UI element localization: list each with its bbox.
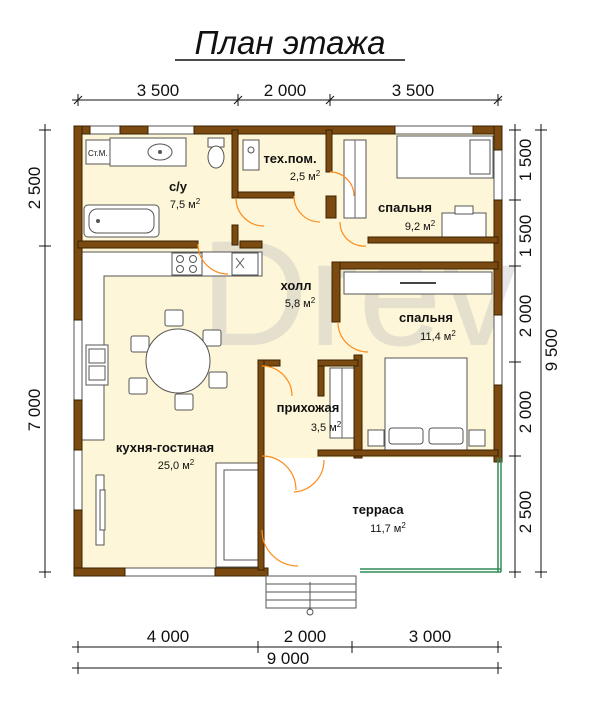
room-area-tech: 2,5 м2: [290, 169, 321, 183]
sink-drain-icon: [158, 150, 162, 154]
window: [89, 125, 121, 135]
room-area-entrance: 3,5 м2: [311, 420, 342, 434]
window: [73, 449, 83, 511]
bathtub-inner: [88, 208, 155, 234]
nightstand-icon: [367, 429, 385, 447]
dim-left-1: 2 500: [25, 167, 44, 210]
window: [493, 149, 503, 201]
room-area-bedroom-2: 11,4 м2: [420, 329, 456, 343]
room-label-entrance: прихожая: [277, 400, 340, 415]
porch-steps: [265, 575, 357, 616]
room-label-hall: холл: [280, 278, 311, 293]
bath-drain-icon: [96, 219, 100, 223]
dim-bottom-1: 4 000: [147, 627, 190, 646]
window: [73, 319, 83, 401]
dim-right-5: 2 500: [516, 491, 535, 534]
dining-table-icon: [145, 328, 211, 394]
boiler-icon: [242, 139, 260, 171]
floor-terrace: [264, 458, 498, 572]
dim-right-4: 2 000: [516, 391, 535, 434]
dim-left-2: 7 000: [25, 389, 44, 432]
fixtures: Ст.М.: [81, 135, 494, 568]
dim-right-2: 1 500: [516, 215, 535, 258]
room-label-bathroom: с/у: [169, 179, 188, 194]
dimension-labels: 3 500 2 000 3 500 4 000 2 000 3 000 9 00…: [25, 81, 561, 668]
room-label-tech: тех.пом.: [263, 151, 316, 166]
room-area-hall: 5,8 м2: [285, 296, 316, 310]
room-label-kitchen-living: кухня-гостиная: [116, 440, 214, 455]
toilet-icon: [207, 145, 225, 169]
dim-right-3: 2 000: [516, 295, 535, 338]
dim-bottom-3: 3 000: [409, 627, 452, 646]
dim-bottom-2: 2 000: [284, 627, 327, 646]
window: [124, 567, 216, 577]
room-area-terrace: 11,7 м2: [370, 521, 406, 535]
doors: [197, 171, 369, 567]
plan-title: План этажа: [195, 24, 386, 61]
desk-icon: [441, 212, 487, 238]
window: [394, 125, 474, 135]
floor-areas: [78, 130, 498, 572]
fridge-icon: [231, 252, 259, 276]
washing-machine-label: Ст.М.: [88, 149, 108, 158]
room-area-kitchen-living: 25,0 м2: [158, 458, 195, 472]
window: [493, 314, 503, 386]
window: [147, 125, 195, 135]
dim-right-1: 1 500: [516, 139, 535, 182]
room-area-bedroom-1: 9,2 м2: [405, 219, 436, 233]
dim-top-1: 3 500: [137, 81, 180, 100]
room-label-bedroom-1: спальня: [378, 200, 432, 215]
dim-top-3: 3 500: [392, 81, 435, 100]
room-area-bathroom: 7,5 м2: [170, 197, 201, 211]
room-label-terrace: терраса: [352, 502, 404, 517]
terrace-railing: [360, 458, 502, 573]
room-label-bedroom-2: спальня: [399, 310, 453, 325]
dim-top-2: 2 000: [264, 81, 307, 100]
room-labels: с/у 7,5 м2 тех.пом. 2,5 м2 спальня 9,2 м…: [116, 151, 456, 535]
nightstand-icon: [468, 429, 486, 447]
stove-icon: [171, 252, 203, 276]
dim-total-width: 9 000: [267, 649, 310, 668]
dimension-lines: [39, 94, 547, 674]
walls: [73, 125, 503, 577]
dining-set: [128, 309, 228, 411]
dim-total-height: 9 500: [542, 329, 561, 372]
